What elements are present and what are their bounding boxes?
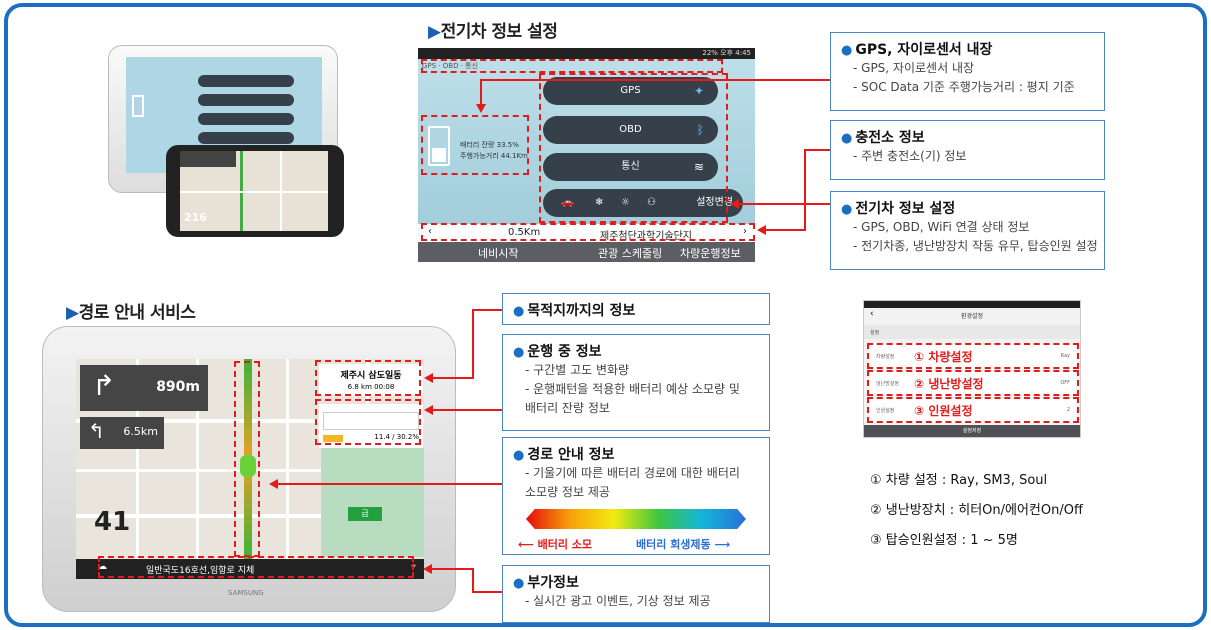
settings-change-button[interactable]: 설정변경 [696,197,733,208]
speed-readout: 41 [94,507,131,537]
phone-map: 216 [180,151,328,231]
dest-name: 제주시 삼도일동 [340,371,402,381]
elevation-panel: 11.4 / 30.2% [319,404,423,448]
wifi-icon: ≋ [693,160,704,174]
highlight-elevation [315,399,421,445]
settings-header: 환경설정 [960,313,984,320]
back-icon[interactable]: ‹ [870,309,874,319]
dest-panel: 제주시 삼도일동 6.8 km 00:08 [319,364,423,396]
highlight-route-line [234,361,260,557]
dest-info: 6.8 km 00:08 [347,383,395,391]
status-bar: 22% 오후 4:45 [418,48,755,59]
bottom-menu: 네비시작 관광 스케줄링 차량운행정보 [418,242,755,262]
battery-icon [428,126,450,166]
settings-screen: 환경설정 ‹ 설정 차량설정 ① 차량설정 Ray 냉난방설정 ② 냉난방설정 … [863,300,1081,438]
car-icon: 🚗 [561,197,574,208]
battery-text: 배터리 잔량 33.5% [460,141,519,149]
gradient-label-right: 배터리 회생제동 ⟶ [636,538,731,551]
settings-row-vehicle[interactable]: 차량설정 ① 차량설정 Ray [870,345,1076,369]
gradient-label-left: ⟵ 배터리 소모 [518,538,593,551]
callout-route-guide: ●경로 안내 정보 - 기울기에 따른 배터리 경로에 대한 배터리 소모량 정… [502,437,770,555]
note-3: ③ 탑승인원설정 : 1 ~ 5명 [870,533,1018,548]
sun-icon: ☼ [621,197,630,208]
range-text: 주행가능거리 44.1Km [460,152,528,160]
car-marker [240,455,256,477]
satellite-icon: ✦ [693,84,704,98]
route-strip: ‹ 0.5Km 제주첨단과학기술단지 › [418,224,755,242]
highlight-route [421,223,755,241]
turn-sign-2: ↰ 6.5km [80,417,164,449]
gps-pill[interactable]: GPS✦ [543,77,718,105]
battery-gradient-bar [526,509,746,529]
snow-icon: ❄ [595,197,604,208]
section2-title: ▶경로 안내 서비스 [66,303,196,323]
highlight-battery [421,115,529,175]
parking-marker: 급 [348,507,382,521]
diagram-frame: 216 ▶전기차 정보 설정 22% 오후 4:45 GPS · OBD · 통… [4,3,1207,627]
settings-pill[interactable]: 🚗 ❄ ☼ ⚇ 설정변경 [543,189,743,217]
turn-left-icon: ↰ [88,419,105,443]
callout-ev-settings: ●전기차 정보 설정 - GPS, OBD, WiFi 연결 상태 정보 - 전… [830,191,1105,270]
callout-gps: ●GPS, 자이로센서 내장 - GPS, 자이로센서 내장 - SOC Dat… [830,32,1105,111]
brand-label: SAMSUNG [228,589,264,597]
turn1-distance: 890m [156,379,200,395]
callout-extra: ●부가정보 - 실시간 광고 이벤트, 기상 정보 제공 [502,565,770,623]
note-1: ① 차량 설정 : Ray, SM3, Soul [870,473,1048,488]
turn-right-icon: ↱ [92,369,116,402]
settings-section: 설정 [870,330,880,336]
settings-row-climate[interactable]: 냉난방설정 ② 냉난방설정 OFF [870,372,1076,396]
callout-destination: ●목적지까지의 정보 [502,293,770,325]
note-2: ② 냉난방장치 : 히터On/에어컨On/Off [870,503,1083,518]
vehicle-info-button[interactable]: 차량운행정보 [680,247,741,260]
highlight-ticker [98,556,414,578]
bluetooth-icon: ᛒ [696,123,704,137]
route-destination: 제주첨단과학기술단지 [600,231,692,242]
highlight-dest [315,360,421,396]
highlight-pills [539,73,728,223]
settings-footer[interactable]: 설정저장 [864,425,1080,437]
tour-schedule-button[interactable]: 관광 스케줄링 [598,247,663,260]
comm-pill[interactable]: 통신≋ [543,153,718,181]
callout-driving: ●운행 중 정보 - 구간별 고도 변화량 - 운행패턴을 적용한 배터리 예상… [502,334,770,431]
battery-readout: 11.4 / 30.2% [374,433,419,441]
highlight-settings-2 [867,370,1079,396]
callout-charging: ●충전소 정보 - 주변 충전소(기) 정보 [830,120,1105,180]
highlight-settings-1 [867,343,1079,369]
highlight-settings-3 [867,397,1079,423]
cloud-icon: ☁ [98,562,107,572]
settings-row-passengers[interactable]: 인원설정 ③ 인원설정 2 [870,399,1076,423]
turn-sign-1: ↱ 890m [80,365,208,411]
navi-start-button[interactable]: 네비시작 [478,247,519,260]
section1-title: ▶전기차 정보 설정 [428,22,558,42]
turn2-distance: 6.5km [123,425,158,438]
status-items: GPS · OBD · 통신 [422,62,479,70]
ev-info-screen: 22% 오후 4:45 GPS · OBD · 통신 배터리 잔량 33.5% … [418,48,755,262]
ticker-text: 일반국도16호선,임항로 지체 [146,566,255,576]
route-distance: 0.5Km [508,227,541,238]
people-icon: ⚇ [647,197,656,208]
highlight-status [421,59,723,73]
